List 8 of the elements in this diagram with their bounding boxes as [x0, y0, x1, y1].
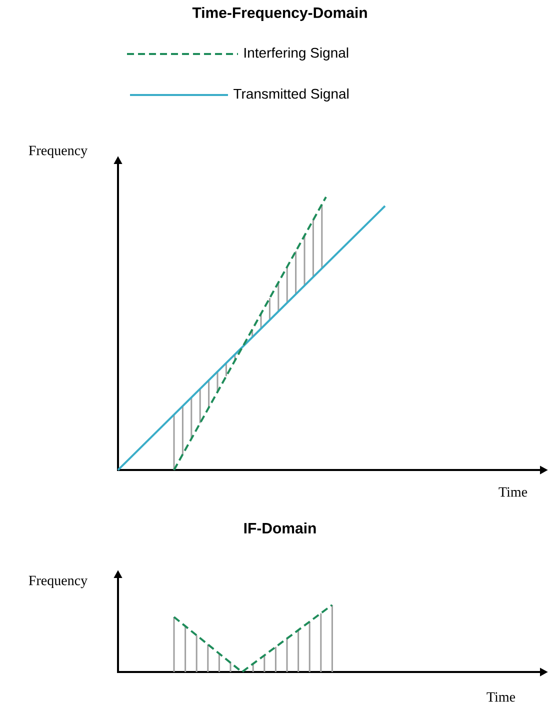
title: Time-Frequency-Domain	[192, 7, 367, 21]
axis-label: Frequency	[28, 576, 88, 588]
section-title: IF-Domain	[244, 522, 316, 534]
axis-label: Time	[486, 692, 516, 702]
legend-text: Transmitted Signal	[234, 88, 348, 102]
axis-label: Time	[498, 487, 528, 497]
axis-label: Frequency	[28, 146, 88, 158]
legend-text: Interfering Signal	[244, 47, 348, 61]
